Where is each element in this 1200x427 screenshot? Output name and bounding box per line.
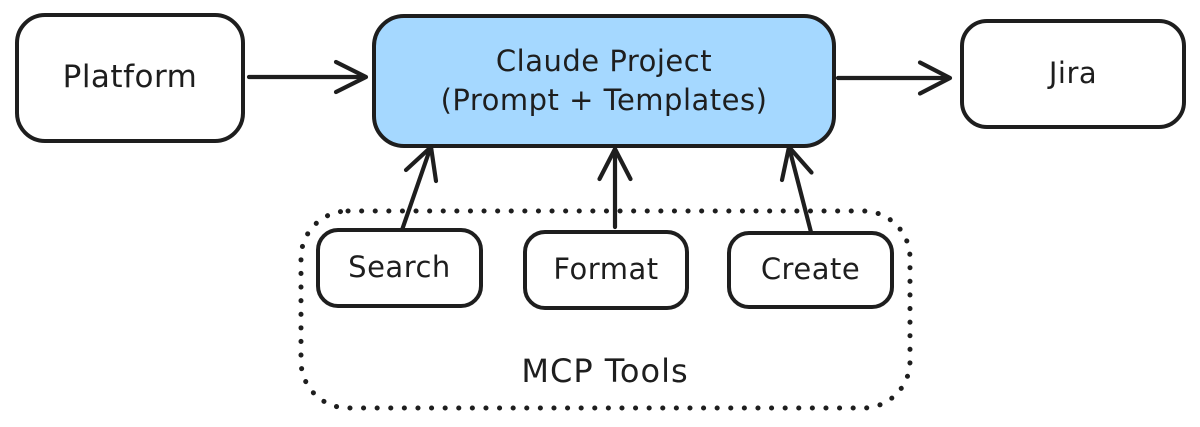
node-platform-label: Platform bbox=[62, 59, 198, 96]
node-claude-project-label-line2: (Prompt + Templates) bbox=[440, 83, 768, 117]
arrow-search-to-claude bbox=[399, 144, 439, 233]
node-format: Format bbox=[523, 230, 689, 310]
node-jira: Jira bbox=[960, 19, 1186, 129]
arrow-format-to-claude bbox=[597, 146, 633, 230]
node-jira-label: Jira bbox=[1048, 56, 1098, 91]
node-claude-project: Claude Project (Prompt + Templates) bbox=[372, 14, 836, 148]
node-claude-project-label-line1: Claude Project bbox=[495, 43, 713, 78]
node-create: Create bbox=[727, 231, 894, 309]
arrow-platform-to-claude bbox=[246, 59, 369, 95]
mcp-tools-group-label: MCP Tools bbox=[521, 352, 689, 390]
node-search-label: Search bbox=[348, 250, 451, 285]
arrow-create-to-claude bbox=[779, 144, 815, 239]
node-create-label: Create bbox=[760, 252, 861, 287]
node-platform: Platform bbox=[15, 13, 245, 143]
arrow-claude-to-jira bbox=[835, 60, 953, 96]
node-format-label: Format bbox=[553, 252, 659, 287]
node-search: Search bbox=[316, 228, 483, 308]
